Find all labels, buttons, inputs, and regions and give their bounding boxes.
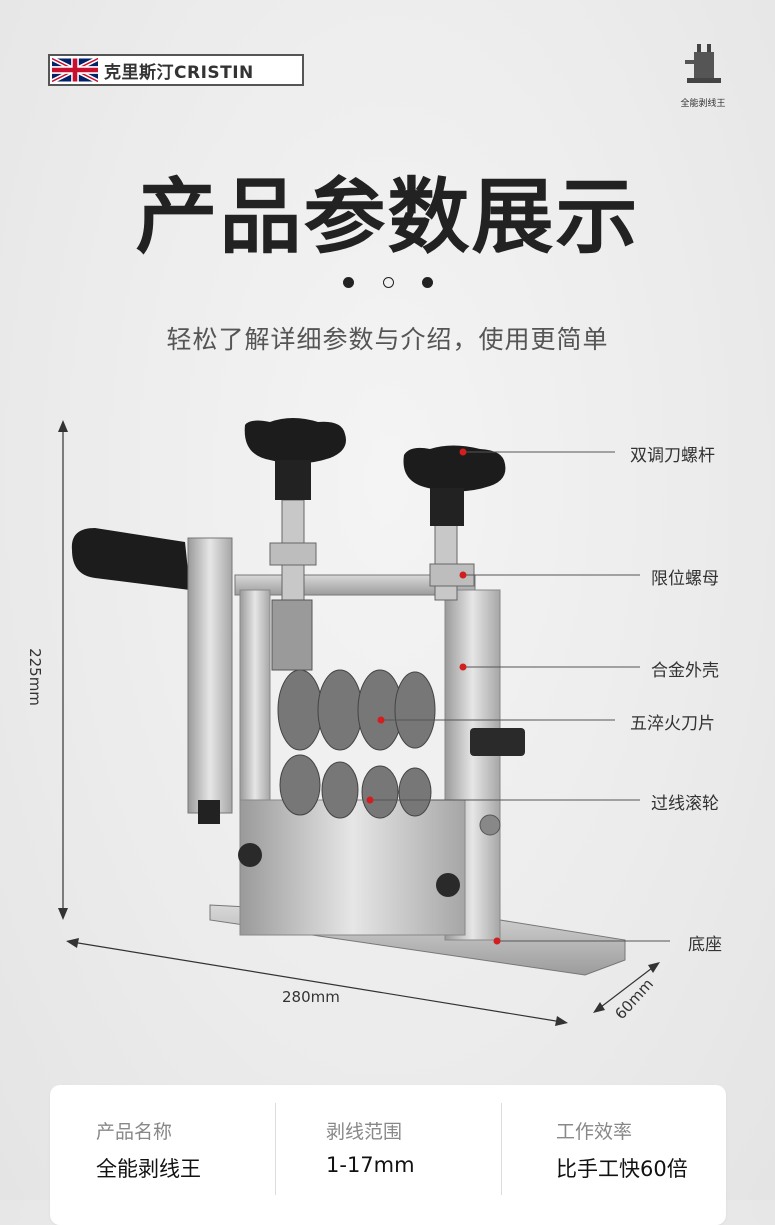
spec-divider — [275, 1103, 276, 1195]
spec-item: 产品名称 全能剥线王 — [50, 1085, 275, 1225]
brand-name: 克里斯汀CRISTIN — [104, 62, 254, 83]
subtitle: 轻松了解详细参数与介绍，使用更简单 — [166, 325, 609, 354]
part-label-nut: 限位螺母 — [651, 569, 719, 589]
dimension-height: 225mm — [26, 648, 44, 706]
indicator-dot — [343, 276, 354, 288]
corner-product-logo: 全能剥线王 — [676, 42, 730, 112]
page-title: 产品参数展示 — [135, 170, 640, 265]
spec-item: 剥线范围 1-17mm — [276, 1085, 501, 1225]
spec-label: 工作效率 — [556, 1121, 633, 1143]
wire-stripper-illustration — [58, 418, 670, 1026]
uk-flag-icon — [52, 57, 98, 83]
part-label-screw: 双调刀螺杆 — [630, 446, 715, 466]
indicator-dot-active — [382, 276, 394, 288]
corner-logo-caption: 全能剥线王 — [680, 99, 726, 109]
product-diagram: 双调刀螺杆 限位螺母 合金外壳 五淬火刀片 过线滚轮 底座 225mm 280m… — [0, 400, 775, 1050]
spec-value: 1-17mm — [326, 1153, 415, 1177]
spec-value: 比手工快60倍 — [556, 1157, 688, 1181]
spec-label: 剥线范围 — [326, 1121, 403, 1143]
part-label-shell: 合金外壳 — [651, 661, 719, 681]
part-label-roller: 过线滚轮 — [651, 794, 719, 814]
spec-label: 产品名称 — [96, 1121, 173, 1143]
spec-card: 产品名称 全能剥线王 剥线范围 1-17mm 工作效率 比手工快60倍 — [50, 1085, 726, 1225]
part-label-base: 底座 — [688, 935, 722, 955]
wire-stripper-icon — [685, 44, 721, 83]
spec-divider — [501, 1103, 502, 1195]
dimension-length: 280mm — [282, 988, 340, 1006]
spec-value: 全能剥线王 — [96, 1157, 201, 1181]
spec-item: 工作效率 比手工快60倍 — [502, 1085, 727, 1225]
part-label-blade: 五淬火刀片 — [630, 714, 715, 734]
brand-logo: 克里斯汀CRISTIN — [48, 54, 304, 86]
indicator-dot — [422, 276, 433, 288]
page-indicator — [343, 274, 433, 290]
